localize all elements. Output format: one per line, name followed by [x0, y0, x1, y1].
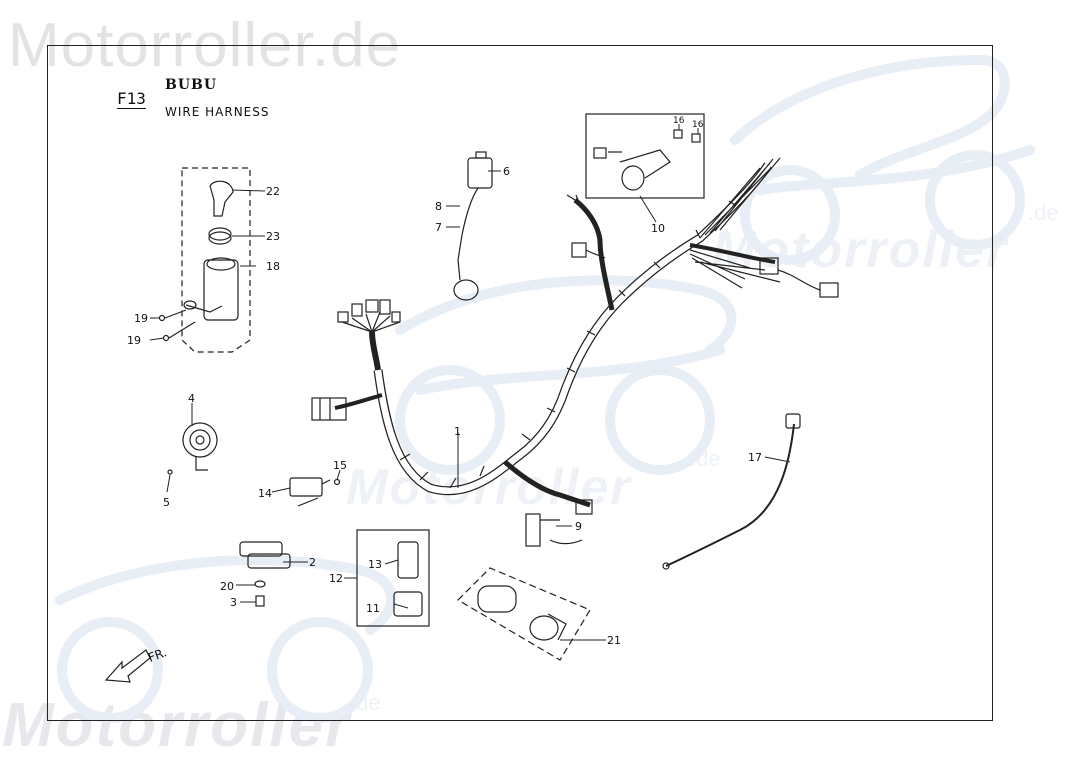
callout-23: 23	[266, 230, 280, 243]
callout-6: 6	[503, 165, 510, 178]
callout-16b: 16	[692, 120, 704, 130]
harness-right-bundle	[689, 157, 839, 298]
ignition-switch-assembly	[158, 167, 251, 353]
callout-5: 5	[163, 496, 170, 509]
direction-label: FR.	[146, 645, 168, 665]
callout-15: 15	[333, 459, 347, 472]
callout-20: 20	[220, 580, 234, 593]
front-direction-arrow	[104, 649, 151, 683]
harness-upper-connectors	[566, 194, 606, 259]
callout-22: 22	[266, 185, 280, 198]
starter-relay-group	[457, 567, 591, 661]
callout-8: 8	[435, 200, 442, 213]
handlebar-switch-box	[585, 113, 705, 199]
callout-leader-lines	[149, 124, 791, 641]
harness-bottom-connectors	[525, 499, 593, 547]
speed-sensor-cable	[662, 413, 801, 570]
callout-1: 1	[454, 425, 461, 438]
callout-18: 18	[266, 260, 280, 273]
callout-19b: 19	[127, 334, 141, 347]
main-wire-harness	[334, 162, 776, 508]
callout-4: 4	[188, 392, 195, 405]
callout-16a: 16	[673, 116, 685, 126]
rubber-mounts	[239, 541, 291, 607]
model-name: BUBU	[165, 77, 218, 93]
callout-19a: 19	[134, 312, 148, 325]
callout-14: 14	[258, 487, 272, 500]
callout-9: 9	[575, 520, 582, 533]
watermark-middle: Motorroller	[346, 459, 632, 515]
callout-13: 13	[368, 558, 382, 571]
callout-7: 7	[435, 221, 442, 234]
figure-code: F13	[117, 89, 146, 109]
harness-connector-cluster-left	[337, 299, 401, 333]
flasher-relay	[289, 477, 341, 507]
diagram-title: WIRE HARNESS	[165, 105, 270, 119]
drawing-frame	[47, 45, 993, 721]
callout-11: 11	[366, 602, 380, 615]
ignition-coil	[453, 151, 493, 301]
horn	[167, 422, 218, 475]
harness-plug-left	[311, 397, 347, 421]
callout-12: 12	[329, 572, 343, 585]
callout-10: 10	[651, 222, 665, 235]
callout-2: 2	[309, 556, 316, 569]
callout-3: 3	[230, 596, 237, 609]
callout-17: 17	[748, 451, 762, 464]
callout-21: 21	[607, 634, 621, 647]
callout-labels: 1 2 3 4 5 6 7 8 9 10 11 12 13 14 15 16 1…	[127, 116, 762, 665]
watermark-right-suffix: .de	[1028, 200, 1059, 225]
